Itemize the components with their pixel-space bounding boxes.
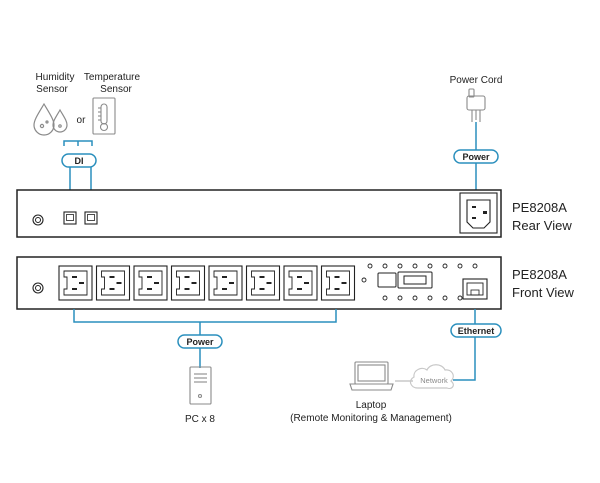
front-model-label: PE8208A (512, 267, 567, 282)
outlet-3 (133, 265, 168, 301)
temperature-label-line1: Temperature (84, 72, 141, 83)
svg-text:Ethernet: Ethernet (458, 326, 495, 336)
cloud-icon: Network (409, 364, 454, 390)
display-module (377, 271, 433, 289)
di-port-1 (63, 211, 77, 225)
ground-screw-icon (32, 214, 44, 226)
led-indicators (361, 263, 478, 301)
svg-text:Power: Power (462, 152, 490, 162)
ethernet-tag: Ethernet (450, 323, 502, 338)
temperature-sensor: Temperature Sensor (84, 72, 141, 135)
humidity-label-line1: Humidity (36, 72, 75, 83)
water-drops-icon (33, 102, 68, 136)
outlet-2 (95, 265, 131, 301)
power-cord-tag: Power (453, 149, 499, 164)
power-inlet (459, 192, 498, 234)
front-view-label: Front View (512, 285, 575, 300)
power-cord-label: Power Cord (450, 75, 503, 86)
humidity-sensor: Humidity Sensor (33, 72, 75, 136)
rear-model-label: PE8208A (512, 200, 567, 215)
pc-label: PC x 8 (185, 414, 215, 425)
humidity-label-line2: Sensor (36, 84, 68, 95)
di-tag: DI (61, 153, 97, 168)
rear-panel (16, 189, 502, 238)
thermometer-icon (92, 97, 116, 135)
outlet-7 (283, 265, 318, 301)
front-panel (16, 256, 502, 310)
laptop-icon (349, 361, 394, 391)
di-port-2 (84, 211, 98, 225)
svg-text:DI: DI (75, 156, 84, 166)
rear-view-label: Rear View (512, 218, 572, 233)
ground-screw-icon (32, 282, 44, 294)
ethernet-line (453, 309, 476, 381)
network-label: Network (420, 376, 448, 385)
outlet-group (58, 265, 356, 301)
outlet-6 (245, 265, 281, 301)
or-label: or (77, 115, 87, 126)
temperature-label-line2: Sensor (100, 84, 132, 95)
outlet-power-tag: Power (177, 334, 223, 349)
outlet-5 (208, 265, 243, 301)
power-plug-icon (466, 88, 486, 122)
outlet-4 (170, 265, 206, 301)
outlet-8 (320, 265, 356, 301)
outlet-1 (58, 265, 93, 301)
svg-text:Power: Power (186, 337, 214, 347)
laptop-label-line1: Laptop (356, 400, 387, 411)
laptop-label-line2: (Remote Monitoring & Management) (290, 413, 452, 424)
ethernet-port (462, 278, 488, 300)
pc-tower-icon (189, 366, 212, 405)
